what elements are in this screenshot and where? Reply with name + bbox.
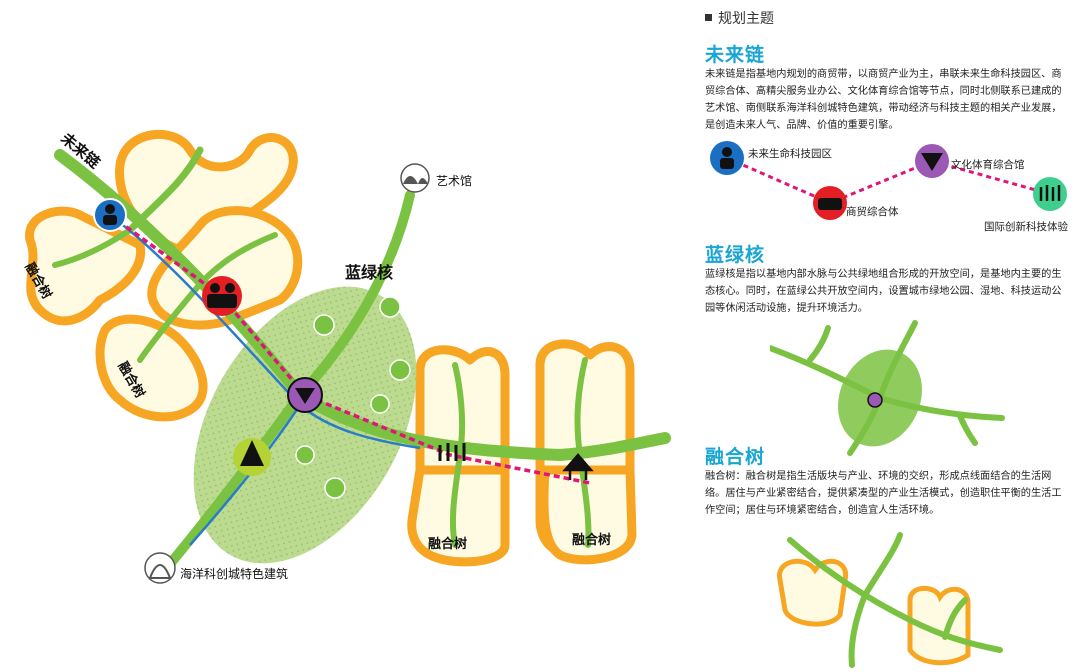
tree-description: 融合树：融合树是指生活版块与产业、环境的交织，形成点线面结合的生活网络。居住与产… (705, 471, 1062, 516)
art-museum-label: 艺术馆 (436, 173, 472, 188)
art-museum-icon (400, 163, 430, 193)
core-title: 蓝绿核 (705, 244, 766, 266)
node-commerce-icon (202, 276, 242, 316)
chain-node-label-4: 国际创新科技体验 (984, 221, 1068, 233)
ocean-building-icon (144, 552, 176, 584)
chain-node-label-2: 商贸综合体 (846, 206, 899, 218)
square-bullet-icon (705, 14, 712, 21)
tree-title: 融合树 (705, 446, 766, 468)
core-activity-icons (295, 296, 411, 499)
chain-description: 未来链是指基地内规划的商贸带，以商贸产业为主，串联未来生命科技园区、商贸综合体、… (705, 69, 1062, 131)
chain-node-label-3: 文化体育综合馆 (951, 159, 1025, 171)
core-description: 蓝绿核是指以基地内部水脉与公共绿地组合形成的开放空间，是基地内主要的生态核心。同… (705, 269, 1062, 314)
tree-map-label-4: 融合树 (572, 532, 611, 548)
map-nodes (93, 163, 594, 584)
chain-node-life-tech-icon (710, 141, 744, 175)
section-header-text: 规划主题 (718, 11, 774, 27)
core-mini-diagram (770, 320, 1005, 456)
node-tree-icon (233, 438, 271, 476)
chain-node-label-1: 未来生命科技园区 (748, 148, 832, 160)
planning-diagram: 未来链 蓝绿核 融合树 融合树 融合树 融合树 艺术馆 海洋科创城特色建筑 (22, 129, 671, 584)
tree-mini-diagram (777, 532, 1003, 668)
node-pavilion-icon (562, 453, 594, 480)
node-innovation-icon (438, 443, 466, 461)
section-header: 规划主题 (705, 8, 774, 28)
tree-block-low (95, 314, 208, 422)
chain-node-innovation-icon (1033, 177, 1067, 211)
chain-nodes-diagram (710, 141, 1067, 220)
future-chain-dashed-line (108, 213, 591, 485)
blue-green-core-area (193, 286, 417, 564)
node-culture-sports-icon (287, 377, 323, 413)
chain-node-culture-icon (915, 144, 949, 178)
chain-title: 未来链 (705, 44, 766, 66)
node-life-tech-icon (93, 198, 127, 232)
core-map-label: 蓝绿核 (345, 263, 393, 282)
tree-block-left (25, 206, 146, 326)
tree-map-label-3: 融合树 (428, 536, 467, 552)
chain-nodes-dash (726, 156, 1051, 205)
ocean-building-label: 海洋科创城特色建筑 (180, 566, 288, 581)
tree-block-c2 (407, 465, 510, 567)
chain-node-commerce-icon (813, 186, 847, 220)
